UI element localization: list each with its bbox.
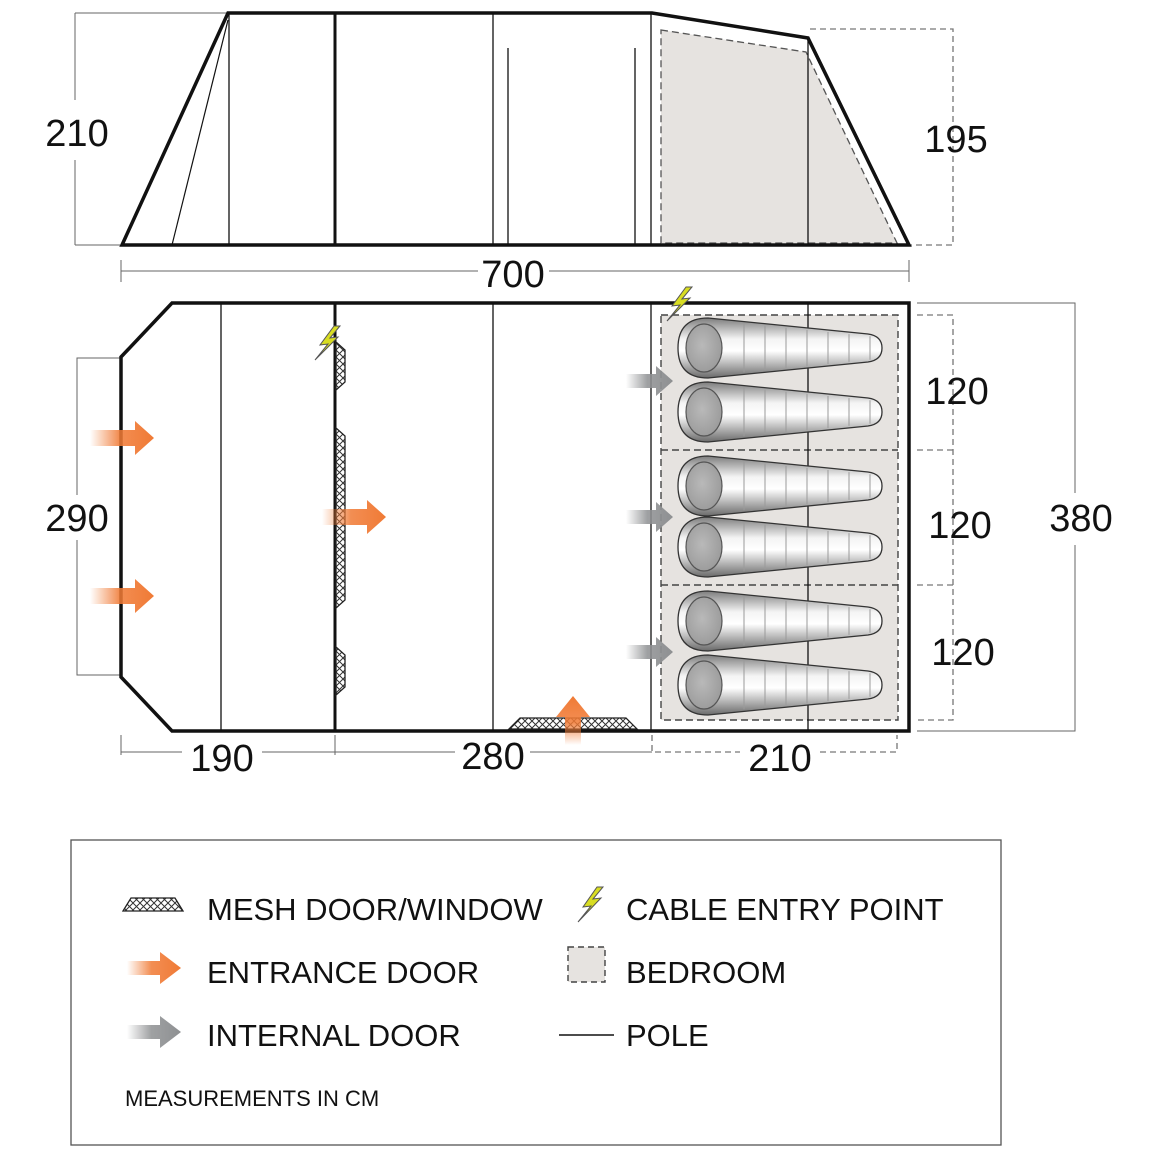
legend-box <box>70 839 1002 1146</box>
legend-cable-label: CABLE ENTRY POINT <box>626 892 944 927</box>
pole-line <box>171 19 229 246</box>
floor-plan: 290 380 120 120 120 190 280 210 <box>45 286 1113 780</box>
sleeping-bag <box>677 654 883 716</box>
legend-entrance-label: ENTRANCE DOOR <box>207 955 479 990</box>
pole-line <box>806 37 911 246</box>
height-left-label: 210 <box>45 113 108 155</box>
section-length-label: 280 <box>461 736 524 778</box>
section-length-label: 190 <box>190 738 253 780</box>
legend-bedroom-label: BEDROOM <box>626 955 786 990</box>
mesh-window <box>335 340 346 392</box>
bedroom-width-label: 120 <box>931 632 994 674</box>
lightning-bolt-icon <box>666 286 694 322</box>
dim-line <box>917 302 1076 732</box>
tent-floor-outline <box>119 301 911 733</box>
internal-door-arrow <box>626 502 673 532</box>
sleeping-bag <box>677 317 883 379</box>
side-view: 210 195 700 <box>45 11 988 296</box>
entrance-door-arrow <box>90 579 154 613</box>
lightning-bolt-icon <box>314 325 342 361</box>
overall-width-label: 380 <box>1049 498 1112 540</box>
measurements-note: MEASUREMENTS IN CM <box>125 1086 379 1111</box>
internal-door-arrow <box>626 366 673 396</box>
mesh-window <box>335 645 346 697</box>
legend-internal-label: INTERNAL DOOR <box>207 1018 461 1053</box>
entrance-door-arrow <box>90 421 154 455</box>
sleeping-bag <box>677 516 883 578</box>
sleeping-bag <box>677 590 883 652</box>
entrance-door-arrow <box>322 500 386 534</box>
mesh-icon <box>121 897 185 912</box>
dim-line <box>76 357 120 676</box>
dim-line <box>810 28 954 246</box>
section-length-label: 210 <box>748 738 811 780</box>
dim-line <box>651 735 898 753</box>
internal-door-arrow <box>626 637 673 667</box>
sleeping-bag <box>677 455 883 517</box>
overall-length-label: 700 <box>481 254 544 296</box>
orange-arrow-icon <box>127 952 181 984</box>
tent-side-outline <box>119 11 912 247</box>
entrance-door-arrow <box>556 696 590 745</box>
lightning-bolt-icon <box>577 886 605 923</box>
legend-mesh-label: MESH DOOR/WINDOW <box>207 892 544 927</box>
bedroom-width-label: 120 <box>925 371 988 413</box>
sleeping-bag <box>677 381 883 443</box>
height-right-label: 195 <box>924 119 987 161</box>
legend: MESH DOOR/WINDOW CABLE ENTRY POINT ENTRA… <box>70 839 1002 1146</box>
front-width-label: 290 <box>45 498 108 540</box>
bedroom-side-area <box>660 29 899 244</box>
legend-pole-label: POLE <box>626 1018 709 1053</box>
bedroom-swatch-icon <box>567 946 606 983</box>
bedroom-width-label: 120 <box>928 505 991 547</box>
grey-arrow-icon <box>127 1016 181 1048</box>
sleeping-bags <box>677 317 883 716</box>
